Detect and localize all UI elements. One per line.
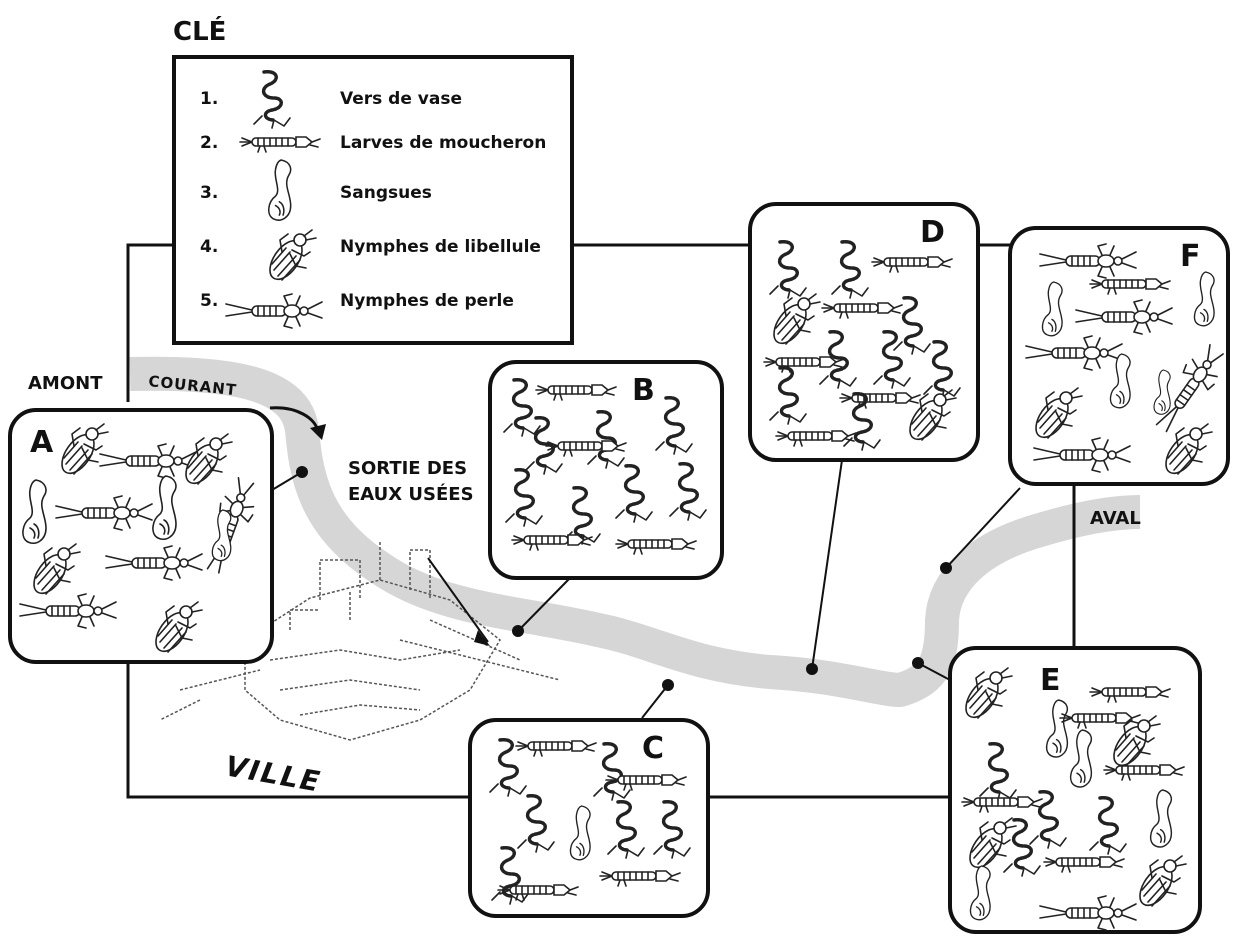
svg-text:5.: 5. <box>200 291 218 311</box>
current-arrow-icon <box>269 406 326 440</box>
key-title: CLÉ <box>173 15 226 47</box>
city-sketch <box>159 540 561 741</box>
sample-box-b: B <box>488 360 724 580</box>
sample-box-e: E <box>948 646 1202 934</box>
sample-box-d: D <box>748 202 980 462</box>
river <box>129 356 1141 707</box>
sample-box-e-frame <box>948 646 1202 934</box>
sample-letter-f: F <box>1180 239 1201 274</box>
sample-box-a: A <box>8 408 274 664</box>
key-item-label: Sangsues <box>340 183 432 203</box>
svg-text:1.: 1. <box>200 89 218 109</box>
sample-box-c: C <box>468 718 710 918</box>
sample-point-dots <box>296 466 952 691</box>
upstream-label: AMONT <box>28 373 103 394</box>
key-item-4: 4. Nymphes de libellule <box>200 229 541 286</box>
sample-box-b-frame <box>488 360 724 580</box>
svg-text:3.: 3. <box>200 183 218 203</box>
sample-box-d-frame <box>748 202 980 462</box>
key-item-3: 3. Sangsues <box>200 159 432 221</box>
sewage-outlet-label-line1: SORTIE DES <box>348 458 467 479</box>
key-item-2: 2. Larves de moucheron <box>200 133 546 153</box>
sample-letter-a: A <box>30 425 54 460</box>
key-item-5: 5. Nymphes de perle <box>200 291 514 329</box>
key-item-label: Nymphes de libellule <box>340 237 541 257</box>
downstream-label: AVAL <box>1090 508 1141 529</box>
key-box <box>172 55 574 345</box>
city-label: VILLE <box>223 749 324 798</box>
sample-letter-b: B <box>632 373 655 408</box>
svg-text:2.: 2. <box>200 133 218 153</box>
sewage-outlet-label-line2: EAUX USÉES <box>348 483 474 505</box>
diagram-frame <box>126 243 1076 799</box>
key-item-label: Vers de vase <box>340 89 462 109</box>
key-legend: CLÉ 1. Vers de vase 2. Larves de moucher… <box>172 15 574 345</box>
sewage-arrow-head <box>474 630 490 646</box>
key-item-1: 1. Vers de vase <box>200 69 462 130</box>
sample-letter-c: C <box>642 731 664 766</box>
sample-box-f: F <box>1008 226 1233 486</box>
sample-letter-d: D <box>920 215 945 250</box>
sample-letter-e: E <box>1040 663 1061 698</box>
svg-text:4.: 4. <box>200 237 218 257</box>
key-item-label: Larves de moucheron <box>340 133 546 153</box>
key-item-label: Nymphes de perle <box>340 291 514 311</box>
